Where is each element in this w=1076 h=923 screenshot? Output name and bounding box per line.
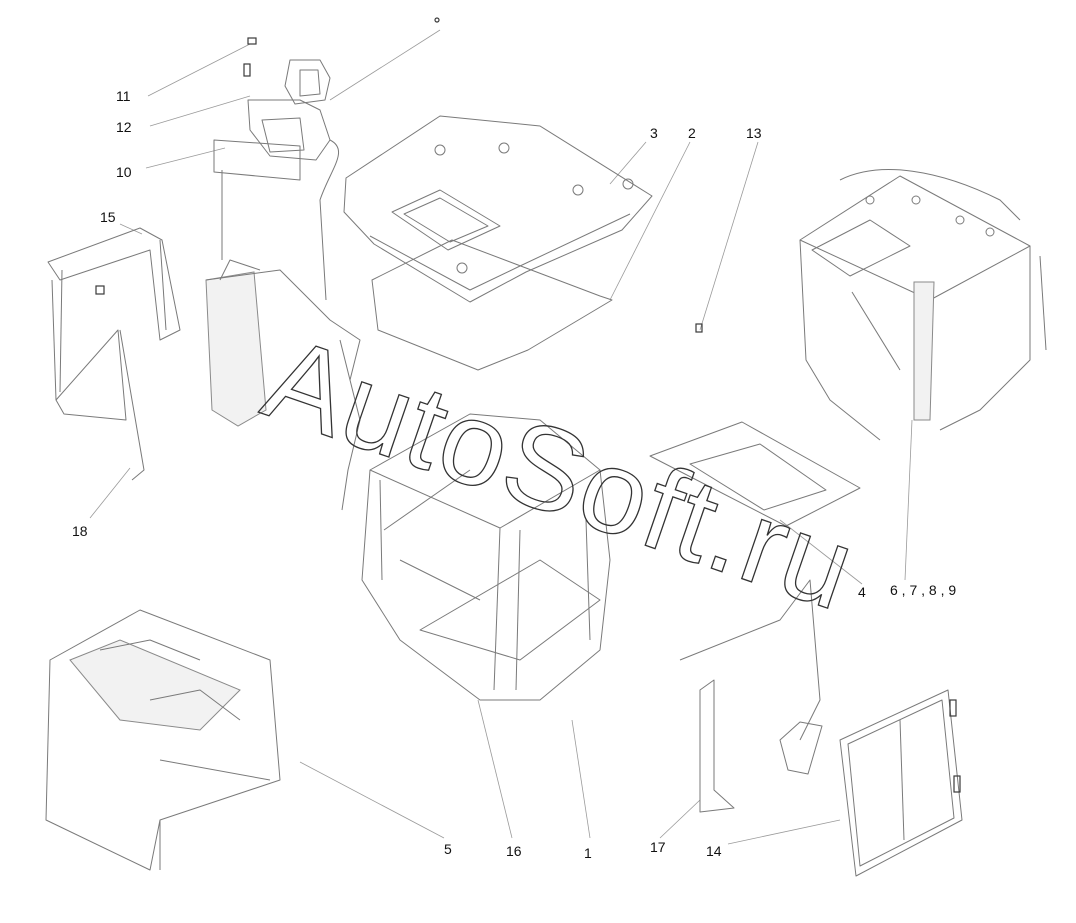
callout-10: 10 — [116, 164, 132, 180]
callout-16: 16 — [506, 843, 522, 859]
upper-frame-wiring-6-7-8-9 — [799, 169, 1047, 441]
door-14 — [839, 689, 963, 877]
cab-frame-1 — [361, 413, 611, 701]
side-panel-15 — [47, 227, 181, 481]
callout-4: 4 — [858, 584, 866, 600]
wall-panel-18 — [205, 259, 361, 511]
headliner-2 — [371, 239, 613, 371]
callout-11: 11 — [116, 88, 131, 104]
wiring-harness — [679, 579, 823, 775]
small-fasteners-11-12 — [243, 17, 440, 77]
column-trim-17 — [699, 679, 735, 813]
floor-mat-4 — [649, 421, 861, 527]
callout-1: 1 — [584, 845, 592, 861]
callout-3: 3 — [650, 125, 658, 141]
callout-12: 12 — [116, 119, 132, 135]
callout-5: 5 — [444, 841, 452, 857]
callout-15: 15 — [100, 209, 116, 225]
callout-6-7-8-9: 6 , 7 , 8 , 9 — [890, 582, 956, 598]
floor-shell-16 — [45, 609, 281, 871]
leader-lines — [89, 29, 913, 845]
callout-2: 2 — [688, 125, 696, 141]
roof-cover-3 — [343, 115, 653, 303]
callout-13: 13 — [746, 125, 762, 141]
watermark: AutoSoft.ru — [250, 312, 872, 636]
callout-17: 17 — [650, 839, 666, 855]
callout-14: 14 — [706, 843, 722, 859]
bracket-13 — [695, 323, 703, 333]
callout-labels: 1 2 3 4 5 6 , 7 , 8 , 9 10 11 12 13 14 1… — [72, 88, 956, 861]
callout-18: 18 — [72, 523, 88, 539]
air-unit-10 — [213, 59, 340, 301]
